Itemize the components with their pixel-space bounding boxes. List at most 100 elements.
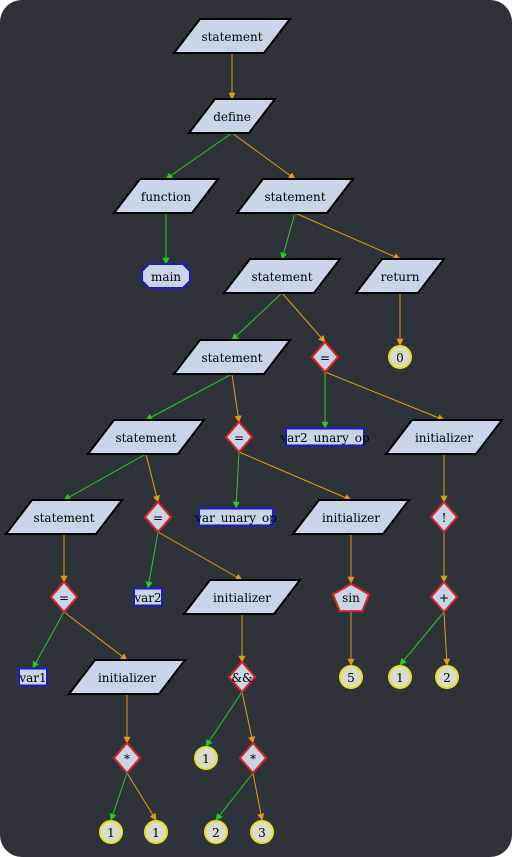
- node-parallelogram-n3: function: [111, 178, 221, 214]
- node-parallelogram-n11: statement: [85, 419, 207, 455]
- node-diamond-n33: *: [238, 741, 268, 775]
- node-label-n25: var1: [18, 671, 46, 685]
- node-shape-n23: [331, 582, 371, 613]
- node-parallelogram-n7: return: [353, 258, 447, 294]
- node-circle-n34: 1: [99, 820, 123, 844]
- node-label-n37: 3: [258, 826, 266, 840]
- nodes-layer: statement define function statement main stat…: [3, 18, 505, 844]
- node-parallelogram-n18: initializer: [290, 499, 412, 535]
- node-label-n30: 2: [443, 671, 451, 685]
- node-circle-n32: 1: [194, 746, 218, 770]
- node-circle-n30: 2: [435, 665, 459, 689]
- node-shape-n33: [238, 741, 268, 775]
- node-shape-n13: [285, 427, 365, 447]
- edge-n2-n4: [231, 132, 296, 180]
- node-shape-n5: [141, 263, 191, 289]
- node-parallelogram-n4: statement: [234, 178, 356, 214]
- edge-n27-n33: [241, 691, 256, 744]
- edge-n33-n36: [215, 772, 254, 821]
- edge-n6-n10: [281, 292, 326, 343]
- node-label-n31: *: [124, 752, 130, 766]
- node-parallelogram-n22: initializer: [181, 579, 303, 615]
- node-shape-n3: [111, 178, 221, 214]
- node-label-n21: var2: [133, 591, 161, 605]
- edge-n20-n26: [63, 611, 128, 661]
- node-diamond-n10: =: [310, 340, 340, 374]
- node-diamond-n12: =: [224, 420, 254, 454]
- node-shape-n29: [388, 665, 412, 689]
- node-circle-n37: 3: [250, 820, 274, 844]
- node-shape-n4: [234, 178, 356, 214]
- node-label-n3: function: [141, 190, 192, 204]
- node-box-n17: var_unary_op: [194, 507, 277, 527]
- node-circle-n35: 1: [144, 820, 168, 844]
- node-diamond-n16: =: [143, 500, 173, 534]
- node-parallelogram-n2: define: [186, 98, 278, 134]
- edge-n6-n9: [231, 292, 283, 341]
- edge-n12-n17: [232, 451, 240, 509]
- node-label-n36: 2: [212, 826, 220, 840]
- node-label-n23: sin: [342, 591, 360, 605]
- node-shape-n31: [112, 741, 142, 775]
- node-label-n17: var_unary_op: [194, 511, 277, 525]
- node-parallelogram-n1: statement: [171, 18, 293, 54]
- edge-n11-n15: [63, 453, 147, 501]
- node-shape-n15: [3, 499, 125, 535]
- node-octagon-n5: main: [141, 263, 191, 289]
- node-label-n26: initializer: [98, 671, 156, 685]
- node-circle-n8: 0: [388, 345, 412, 369]
- node-diamond-n24: +: [429, 580, 459, 614]
- edge-n4-n6: [280, 212, 296, 260]
- node-shape-n32: [194, 746, 218, 770]
- edge-n31-n34: [109, 772, 128, 821]
- node-shape-n28: [339, 665, 363, 689]
- node-label-n2: define: [213, 110, 251, 124]
- node-shape-n17: [198, 507, 274, 527]
- node-label-n33: *: [250, 752, 256, 766]
- node-shape-n1: [171, 18, 293, 54]
- node-label-n10: =: [320, 351, 330, 365]
- edge-n20-n25: [32, 611, 65, 669]
- node-label-n7: return: [381, 270, 420, 284]
- node-shape-n24: [429, 580, 459, 614]
- edge-n2-n3: [165, 132, 233, 180]
- node-label-n19: !: [442, 511, 447, 525]
- node-shape-n10: [310, 340, 340, 374]
- node-shape-n19: [429, 500, 459, 534]
- node-parallelogram-n26: initializer: [66, 659, 188, 695]
- node-circle-n28: 5: [339, 665, 363, 689]
- node-diamond-n31: *: [112, 741, 142, 775]
- node-label-n9: statement: [201, 351, 262, 365]
- node-label-n14: initializer: [415, 431, 473, 445]
- node-shape-n36: [204, 820, 228, 844]
- edge-n4-n7: [294, 212, 401, 260]
- node-label-n22: initializer: [213, 591, 271, 605]
- node-label-n1: statement: [201, 30, 262, 44]
- node-label-n34: 1: [107, 826, 115, 840]
- node-shape-n8: [388, 345, 412, 369]
- edge-n27-n32: [205, 691, 243, 747]
- node-shape-n2: [186, 98, 278, 134]
- edge-n12-n18: [238, 451, 352, 501]
- node-parallelogram-n15: statement: [3, 499, 125, 535]
- node-label-n20: =: [59, 591, 69, 605]
- node-shape-n20: [49, 580, 79, 614]
- edge-n16-n21: [145, 531, 159, 589]
- edge-n11-n16: [145, 453, 160, 503]
- node-label-n29: 1: [396, 671, 404, 685]
- node-label-n13: var2_unary_op: [279, 431, 370, 445]
- node-label-n11: statement: [115, 431, 176, 445]
- edge-n9-n11: [145, 373, 233, 421]
- node-parallelogram-n14: initializer: [383, 419, 505, 455]
- node-box-n13: var2_unary_op: [279, 427, 370, 447]
- node-shape-n16: [143, 500, 173, 534]
- node-box-n21: var2: [133, 587, 163, 607]
- node-diamond-n20: =: [49, 580, 79, 614]
- edge-n9-n12: [231, 373, 242, 423]
- node-pentagon-n23: sin: [331, 582, 371, 613]
- node-label-n18: initializer: [322, 511, 380, 525]
- node-parallelogram-n9: statement: [171, 339, 293, 375]
- node-shape-n34: [99, 820, 123, 844]
